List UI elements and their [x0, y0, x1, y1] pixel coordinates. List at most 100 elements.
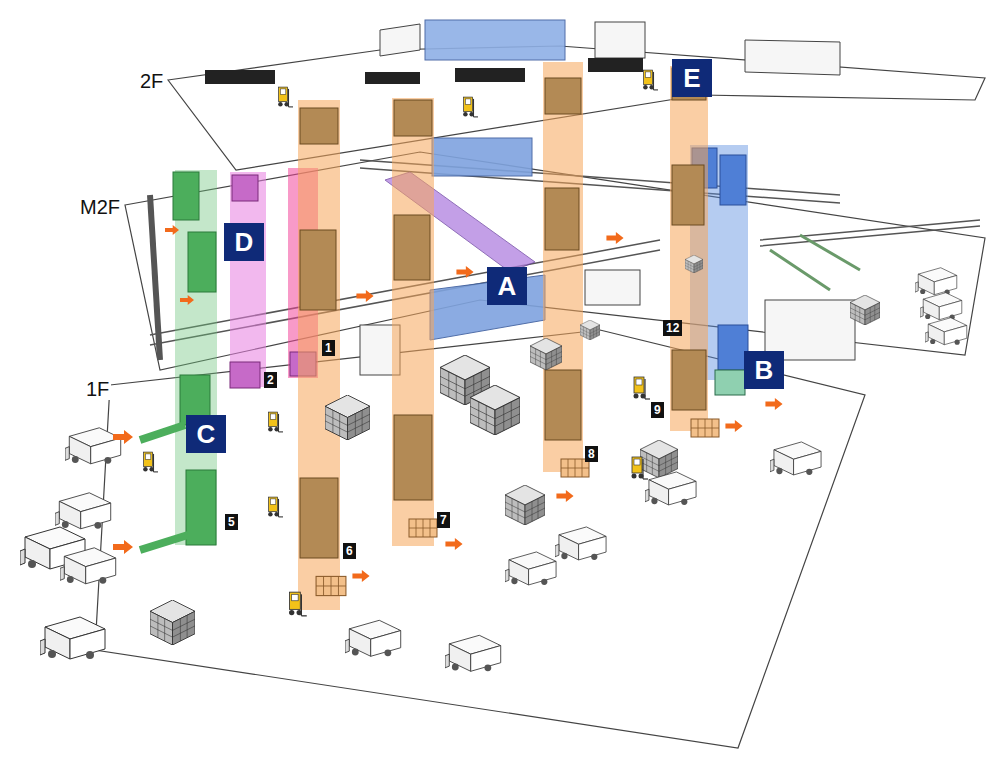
callout-number: 9 — [651, 402, 664, 418]
vertical-conveyor — [394, 215, 430, 280]
forklift — [463, 97, 478, 117]
upper-buildings — [595, 22, 645, 58]
floor-1f — [95, 330, 865, 748]
vertical-conveyor — [298, 100, 340, 610]
storage-rack — [585, 270, 640, 305]
descent-chute — [188, 232, 216, 292]
callout-number: 12 — [663, 320, 682, 336]
descent-chute — [173, 172, 199, 220]
vertical-conveyor — [670, 66, 708, 431]
callout-number: 5 — [225, 514, 238, 530]
lift-column — [230, 362, 260, 388]
vertical-conveyor — [394, 100, 432, 136]
callout-letter: C — [197, 421, 216, 447]
callout-letter-box: A — [487, 267, 527, 305]
pallet-stack — [640, 440, 678, 478]
storage-rack — [360, 138, 855, 375]
callout-letter-box: E — [672, 59, 712, 97]
truck — [555, 527, 606, 560]
flow-arrow — [725, 420, 742, 432]
vertical-lift — [720, 155, 746, 205]
truck — [770, 442, 821, 475]
callout-number: 7 — [437, 512, 450, 528]
descent-chute — [140, 425, 188, 550]
vertical-conveyor — [300, 68, 706, 558]
pallet-stack — [505, 485, 545, 525]
forklift — [289, 592, 307, 616]
pallet-stack — [150, 600, 195, 645]
callout-letter: D — [235, 229, 254, 255]
forklift — [268, 497, 283, 517]
upper-buildings — [455, 68, 525, 82]
forklift — [143, 452, 158, 472]
descent-chute — [140, 170, 217, 550]
floor-1f — [95, 330, 865, 748]
forklift — [634, 377, 651, 399]
callout-letter-box: D — [224, 223, 264, 261]
descent-chute — [175, 170, 217, 545]
truck — [55, 493, 111, 529]
vertical-conveyor — [316, 576, 346, 595]
flow-arrow — [352, 570, 369, 582]
lift-column — [230, 172, 266, 387]
pallet-stack — [150, 255, 880, 645]
truck — [920, 293, 962, 320]
pallet-stack — [530, 338, 562, 370]
truck — [645, 472, 696, 505]
truck — [65, 428, 121, 464]
descent-chute — [186, 470, 216, 545]
vertical-conveyor — [543, 62, 583, 472]
floor-label: 2F — [138, 70, 165, 92]
floor-label: M2F — [78, 196, 122, 218]
truck — [925, 318, 967, 345]
pallet-stack — [470, 385, 520, 435]
forklift — [268, 412, 283, 432]
flow-arrow — [606, 232, 623, 244]
pallet-stack — [850, 295, 880, 325]
vertical-conveyor — [392, 98, 434, 546]
vertical-conveyor — [409, 519, 437, 537]
conveyor — [150, 195, 160, 360]
vertical-lift — [715, 370, 745, 395]
conveyor — [760, 220, 980, 246]
vertical-conveyor — [394, 415, 432, 500]
upper-buildings — [588, 58, 643, 72]
forklift — [643, 70, 658, 90]
upper-buildings — [380, 24, 420, 56]
upper-buildings — [365, 72, 420, 84]
truck — [345, 620, 401, 656]
callout-letter: A — [498, 273, 517, 299]
forklift — [632, 457, 649, 479]
forklift — [143, 70, 658, 616]
truck — [505, 552, 556, 585]
pallet-stack — [580, 320, 600, 340]
vertical-conveyor — [300, 478, 338, 558]
vertical-conveyor — [672, 165, 704, 225]
vertical-conveyor — [300, 230, 336, 310]
vertical-conveyor — [545, 188, 579, 250]
upper-buildings — [205, 20, 840, 84]
pallet-stack — [685, 255, 703, 273]
callout-number: 1 — [322, 340, 335, 356]
callout-number: 2 — [264, 372, 277, 388]
flow-arrow — [165, 225, 179, 235]
upper-buildings — [205, 70, 275, 84]
flow-arrow — [456, 266, 473, 278]
flow-arrow — [180, 295, 194, 305]
truck — [20, 268, 967, 672]
callout-number: 8 — [585, 446, 598, 462]
vertical-conveyor — [300, 108, 338, 144]
callout-letter-box: B — [744, 351, 784, 389]
floor-label: 1F — [84, 378, 111, 400]
callout-number: 6 — [343, 543, 356, 559]
flow-arrow — [113, 430, 133, 444]
flow-arrow — [445, 538, 462, 550]
conveyor — [770, 235, 860, 290]
truck — [445, 635, 501, 671]
flow-arrow — [356, 290, 373, 302]
vertical-conveyor — [672, 350, 706, 410]
vertical-conveyor — [545, 370, 581, 440]
callout-letter: B — [755, 357, 774, 383]
